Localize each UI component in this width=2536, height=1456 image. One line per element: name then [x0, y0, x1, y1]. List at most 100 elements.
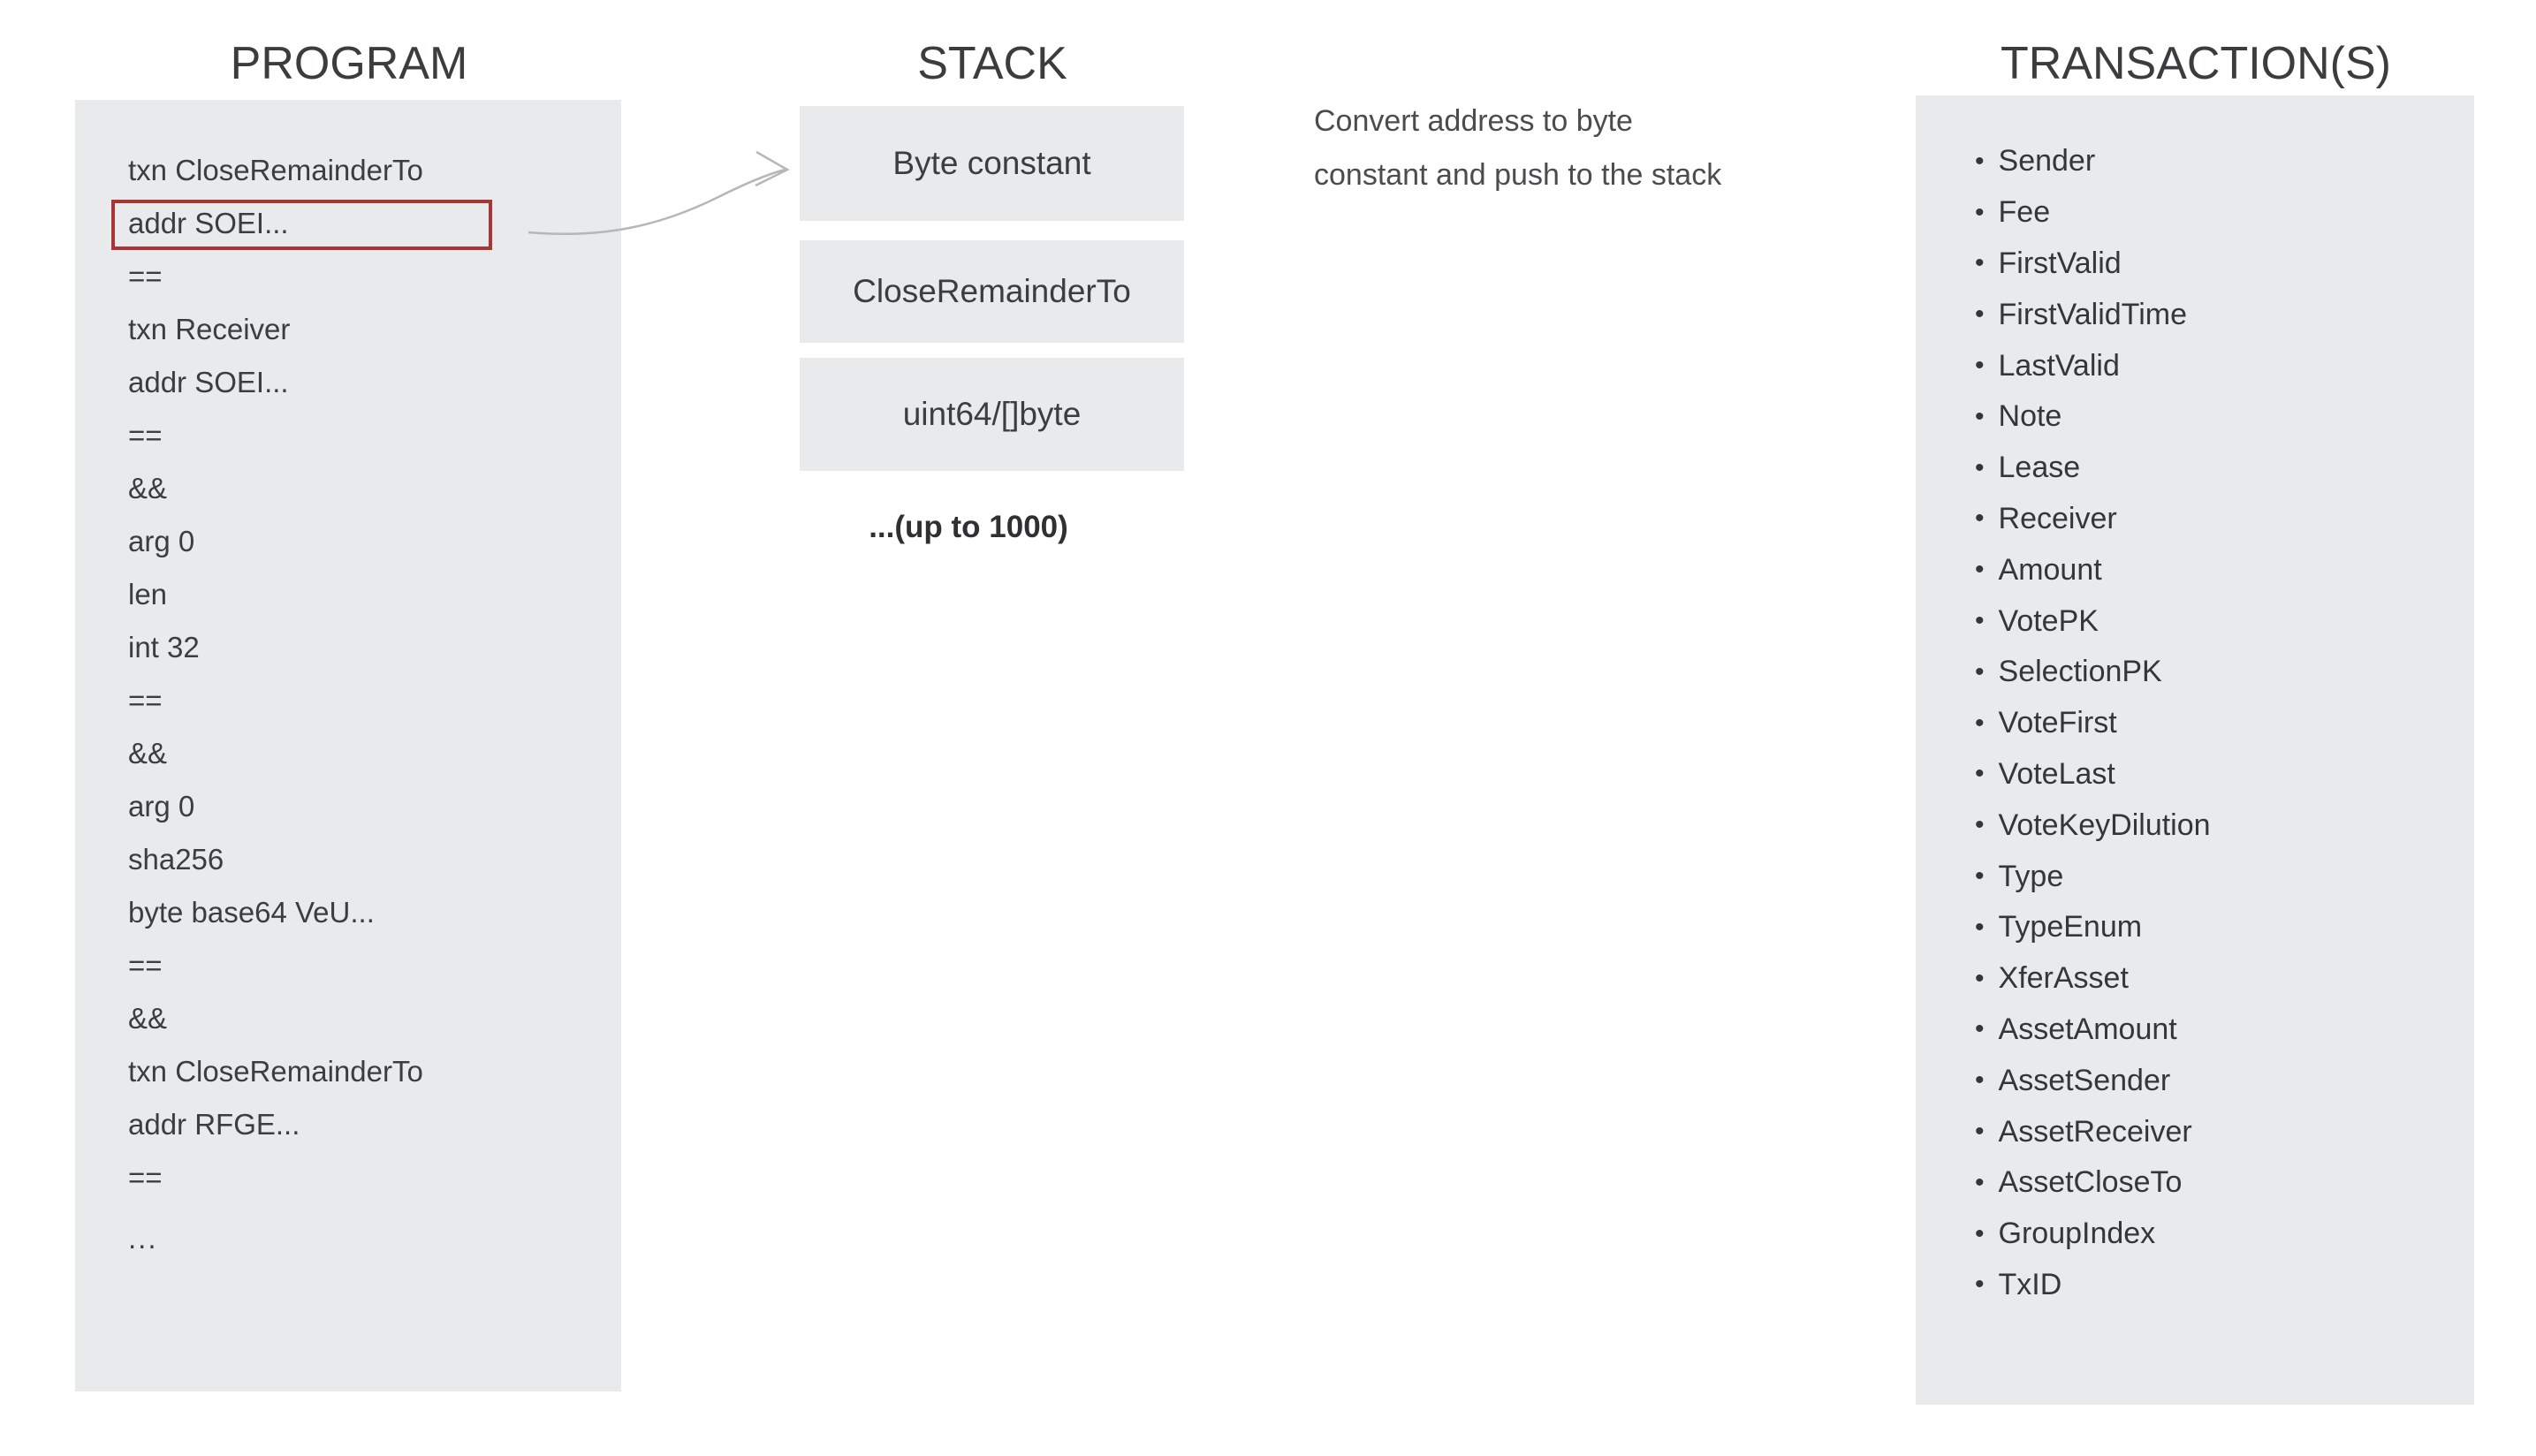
bullet-icon: • [1975, 1270, 1985, 1300]
transactions-title: TRANSACTION(S) [2001, 38, 2391, 89]
transaction-field: • FirstValid [1975, 239, 2211, 290]
annotation-line: Convert address to byte [1314, 104, 1633, 138]
program-line: sha256 [128, 843, 224, 876]
bullet-icon: • [1975, 708, 1985, 738]
program-line: ... [128, 1222, 158, 1255]
stack-box-label: Byte constant [892, 145, 1091, 181]
transaction-field: • XferAsset [1975, 953, 2211, 1005]
bullet-icon: • [1975, 401, 1985, 431]
transaction-field-label: AssetCloseTo [1998, 1165, 2183, 1200]
bullet-icon: • [1975, 1218, 1985, 1248]
transaction-field: • Lease [1975, 443, 2211, 494]
transaction-field-label: Sender [1998, 144, 2096, 178]
bullet-icon: • [1975, 656, 1985, 686]
bullet-icon: • [1975, 912, 1985, 942]
program-line: && [128, 737, 168, 770]
transaction-field-label: Type [1998, 859, 2064, 893]
transaction-field-label: TxID [1998, 1267, 2062, 1301]
transaction-field: • Type [1975, 851, 2211, 902]
bullet-icon: • [1975, 146, 1985, 176]
transactions-panel [1916, 95, 2474, 1405]
transaction-field: • TxID [1975, 1260, 2211, 1311]
bullet-icon: • [1975, 1014, 1985, 1044]
program-line: && [128, 1002, 168, 1035]
transaction-field: • AssetSender [1975, 1055, 2211, 1106]
transaction-field: • VoteLast [1975, 749, 2211, 800]
transaction-field: • VotePK [1975, 595, 2211, 647]
transaction-field: • FirstValidTime [1975, 289, 2211, 340]
program-line: == [128, 1161, 163, 1194]
stack-box: Byte constant [800, 106, 1184, 221]
transaction-field: •SelectionPK [1975, 647, 2211, 698]
transaction-field-label: TypeEnum [1998, 910, 2143, 944]
stack-overflow-note: ...(up to 1000) [869, 510, 1068, 544]
stack-title: STACK [917, 38, 1067, 89]
stack-box: CloseRemainderTo [800, 240, 1184, 343]
program-line: && [128, 472, 168, 504]
bullet-icon: • [1975, 861, 1985, 891]
program-line: arg 0 [128, 790, 195, 823]
transaction-field-label: Receiver [1998, 501, 2117, 535]
transaction-field: • Sender [1975, 136, 2211, 187]
transaction-field-label: XferAsset [1998, 961, 2129, 996]
transaction-field: • VoteKeyDilution [1975, 800, 2211, 851]
transaction-field-label: LastValid [1998, 348, 2120, 383]
transaction-field-label: AssetSender [1998, 1063, 2171, 1097]
program-line: int 32 [128, 631, 200, 664]
bullet-icon: • [1975, 1065, 1985, 1096]
program-line: arg 0 [128, 525, 195, 557]
transaction-field-label: GroupIndex [1998, 1217, 2156, 1251]
bullet-icon: • [1975, 351, 1985, 381]
transaction-field-label: Fee [1998, 195, 2051, 230]
transaction-field-label: VoteKeyDilution [1998, 808, 2211, 842]
transaction-field: • LastValid [1975, 340, 2211, 391]
transaction-field: • Fee [1975, 187, 2211, 239]
bullet-icon: • [1975, 810, 1985, 840]
bullet-icon: • [1975, 1167, 1985, 1197]
transaction-field-label: VoteLast [1998, 756, 2115, 791]
annotation-line: constant and push to the stack [1314, 158, 1722, 192]
transaction-field-label: Amount [1998, 552, 2102, 587]
bullet-icon: • [1975, 1117, 1985, 1147]
bullet-icon: • [1975, 555, 1985, 585]
bullet-icon: • [1975, 504, 1985, 534]
transaction-field: • Note [1975, 391, 2211, 443]
transaction-field: • Amount [1975, 544, 2211, 595]
stack-box-label: uint64/[]byte [902, 396, 1082, 432]
transaction-field-list: • Sender • Fee • FirstValid • FirstValidTime • La… [1975, 136, 2211, 1310]
bullet-icon: • [1975, 300, 1985, 330]
transaction-field-label: AssetAmount [1998, 1012, 2177, 1046]
transaction-field-label: AssetReceiver [1998, 1114, 2192, 1149]
stack-box: uint64/[]byte [800, 358, 1184, 471]
program-line: == [128, 260, 163, 292]
program-title: PROGRAM [230, 38, 468, 89]
transaction-field-label: FirstValidTime [1998, 297, 2187, 331]
arrow-head-icon [755, 150, 790, 187]
program-line: byte base64 VeU... [128, 896, 375, 929]
program-line: txn Receiver [128, 313, 291, 345]
bullet-icon: • [1975, 606, 1985, 636]
program-panel [75, 100, 621, 1392]
transaction-field: • TypeEnum [1975, 902, 2211, 953]
transaction-field-label: Note [1998, 399, 2062, 434]
transaction-field-label: VoteFirst [1998, 706, 2117, 740]
bullet-icon: • [1975, 452, 1985, 482]
transaction-field: • Receiver [1975, 494, 2211, 545]
program-line: addr RFGE... [128, 1108, 300, 1141]
program-line: == [128, 684, 163, 717]
transaction-field-label: Lease [1998, 451, 2081, 485]
bullet-icon: • [1975, 759, 1985, 789]
program-line: txn CloseRemainderTo [128, 154, 423, 186]
transaction-field-label: FirstValid [1998, 246, 2122, 280]
annotation: Convert address to byte constant and pus… [1314, 95, 1721, 202]
bullet-icon: • [1975, 248, 1985, 278]
transaction-field: • AssetAmount [1975, 1005, 2211, 1056]
transaction-field-label: VotePK [1998, 603, 2099, 638]
bullet-icon: • [1975, 197, 1985, 227]
transaction-field: • AssetCloseTo [1975, 1157, 2211, 1209]
transaction-field: • VoteFirst [1975, 698, 2211, 749]
bullet-icon: • [1975, 963, 1985, 993]
transaction-field: • GroupIndex [1975, 1209, 2211, 1260]
